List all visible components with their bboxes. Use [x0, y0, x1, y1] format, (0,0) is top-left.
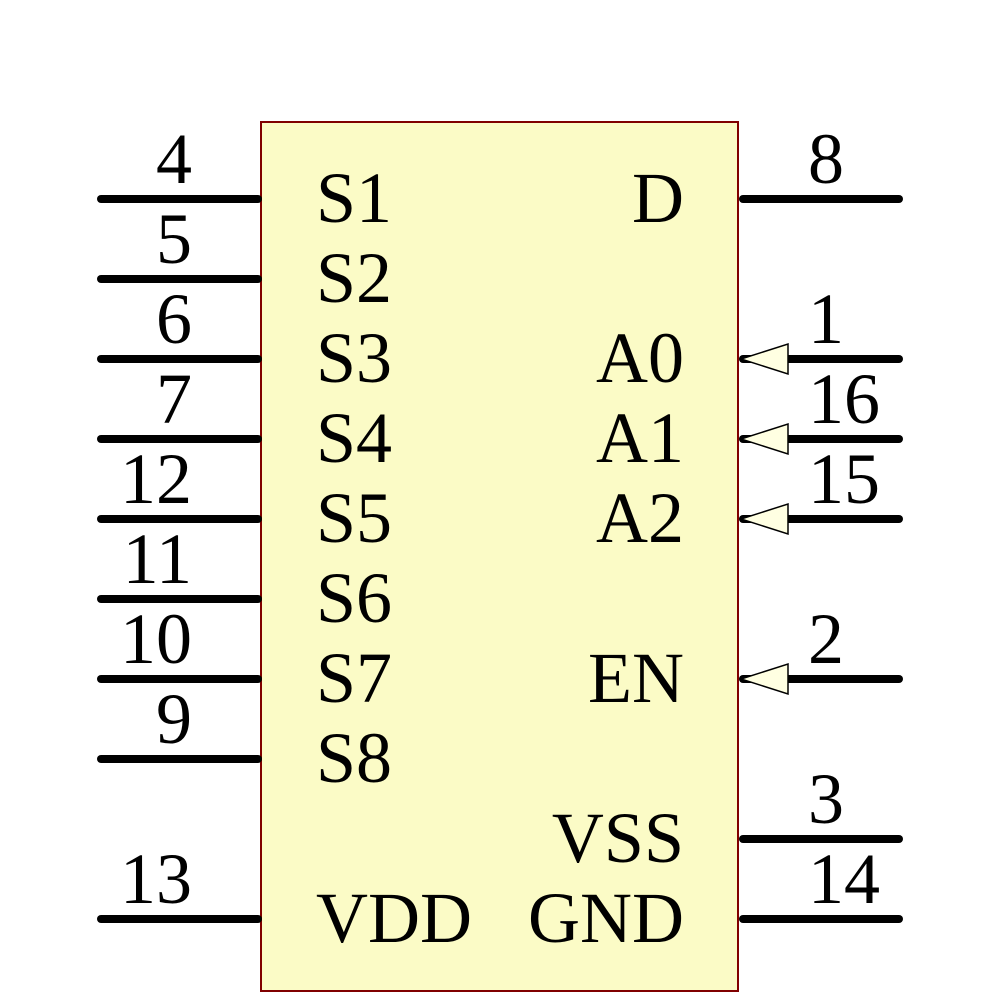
input-arrow-icon — [738, 422, 789, 461]
pin-number: 16 — [808, 359, 880, 439]
pin-wire — [97, 435, 262, 443]
pin-wire — [97, 755, 262, 763]
pin-name-label: D — [632, 158, 684, 238]
pin-number: 7 — [156, 359, 192, 439]
pin-name-label: A1 — [596, 398, 684, 478]
pin-wire — [97, 515, 262, 523]
pin-wire — [97, 675, 262, 683]
pin-number: 9 — [156, 679, 192, 759]
pin-wire — [739, 355, 903, 363]
pin-wire — [739, 515, 903, 523]
pin-wire — [739, 835, 903, 843]
pin-wire — [97, 915, 262, 923]
pin-number: 13 — [120, 839, 192, 919]
pin-name-label: S1 — [316, 158, 393, 238]
pin-number: 12 — [120, 439, 192, 519]
pin-number: 15 — [808, 439, 880, 519]
pin-number: 14 — [808, 839, 880, 919]
pin-number: 11 — [122, 519, 192, 599]
pin-number: 2 — [808, 599, 844, 679]
pin-name-label: S5 — [316, 478, 393, 558]
ic-body — [260, 121, 739, 992]
pin-number: 5 — [156, 199, 192, 279]
pin-wire — [97, 355, 262, 363]
pin-name-label: VSS — [551, 798, 684, 878]
pin-name-label: S4 — [316, 398, 393, 478]
pin-name-label: VDD — [316, 878, 472, 958]
pin-name-label: S6 — [316, 558, 393, 638]
pin-wire — [97, 595, 262, 603]
input-arrow-icon — [738, 342, 789, 381]
pin-wire — [739, 195, 903, 203]
pin-number: 4 — [156, 119, 192, 199]
pin-name-label: A2 — [596, 478, 684, 558]
pin-wire — [97, 195, 262, 203]
pin-wire — [739, 915, 903, 923]
pin-wire — [739, 675, 903, 683]
pin-name-label: S2 — [316, 238, 393, 318]
input-arrow-icon — [738, 502, 789, 541]
pin-number: 10 — [120, 599, 192, 679]
input-arrow-icon — [738, 662, 789, 701]
pin-name-label: EN — [588, 638, 684, 718]
pin-number: 3 — [808, 759, 844, 839]
pin-number: 8 — [808, 119, 844, 199]
pin-wire — [739, 435, 903, 443]
pin-number: 1 — [808, 279, 844, 359]
pin-name-label: GND — [528, 878, 684, 958]
pin-number: 6 — [156, 279, 192, 359]
pin-name-label: A0 — [596, 318, 684, 398]
pin-name-label: S8 — [316, 718, 393, 798]
pin-wire — [97, 275, 262, 283]
pin-name-label: S3 — [316, 318, 393, 398]
pin-name-label: S7 — [316, 638, 393, 718]
